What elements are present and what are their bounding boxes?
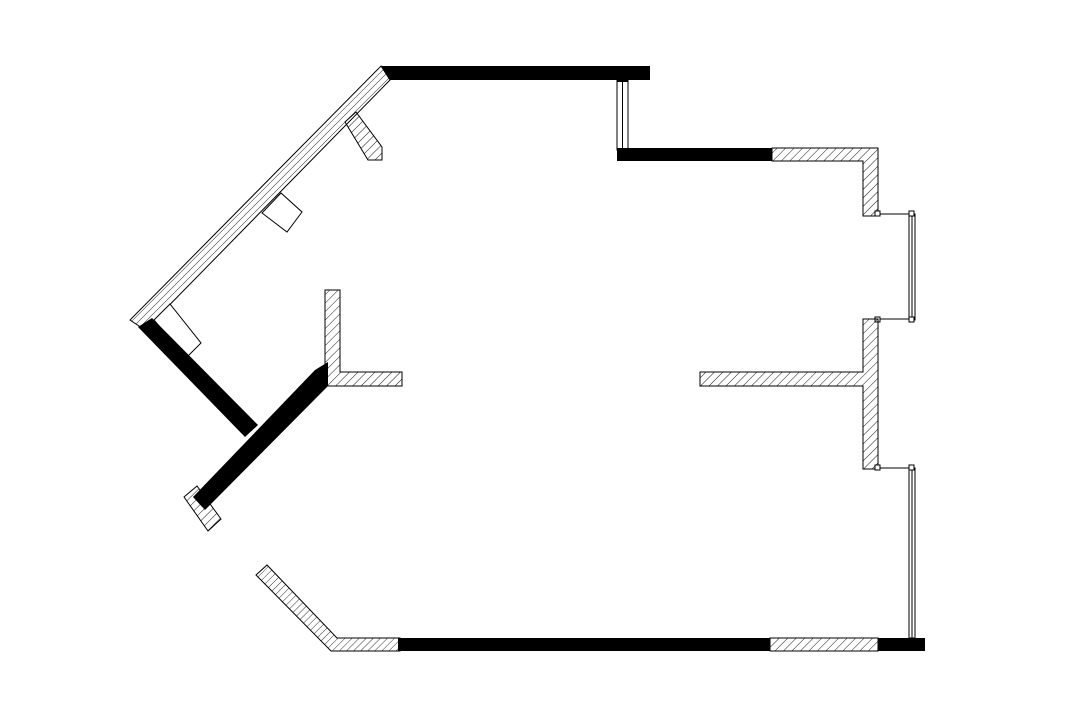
wall-northwest-return-hatched (344, 111, 383, 161)
wall-interior-left-vertical-hatched (324, 289, 403, 387)
wall-upper-mid-solid (617, 148, 772, 161)
wall-upper-right-hatched (771, 147, 879, 217)
wall-diagonal-northwest-hatched (129, 65, 391, 331)
cabinet-box-upper (261, 192, 303, 233)
wall-bottom-solid (398, 638, 770, 651)
window-right-lower (874, 464, 916, 639)
wall-top-solid (381, 66, 650, 80)
wall-diagonal-interior-solid (193, 362, 328, 510)
wall-right-middle-hatched (699, 318, 879, 470)
window-top-vertical (616, 78, 629, 151)
wall-diagonal-southwest-solid (138, 318, 258, 437)
wall-southwest-stub-hatched (183, 485, 222, 532)
wall-bottom-right-hatched (769, 637, 879, 652)
wall-bottom-left-hatched (255, 564, 401, 652)
window-right-upper (874, 210, 916, 323)
wall-bottom-right-solid (878, 638, 925, 651)
